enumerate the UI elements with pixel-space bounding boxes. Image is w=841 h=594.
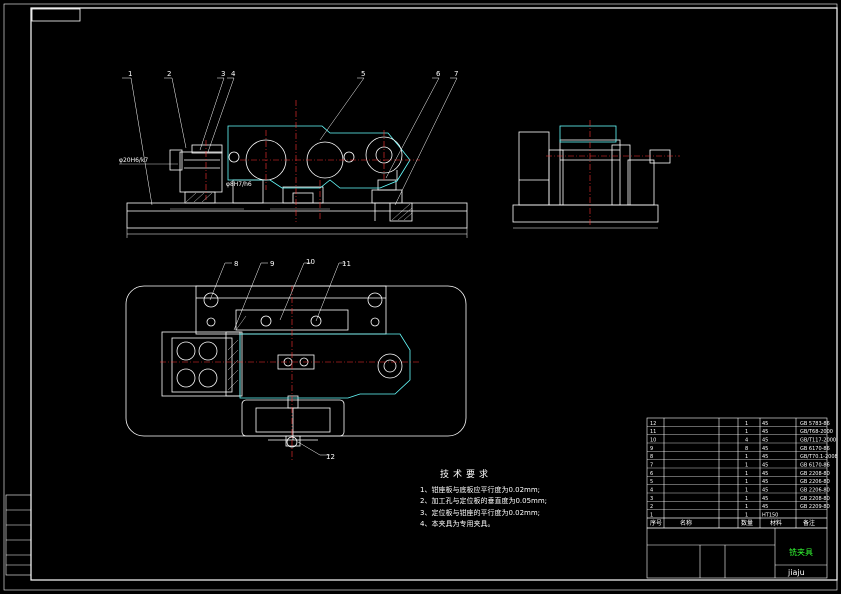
centerlines-front xyxy=(205,100,420,222)
fit-dimensions: φ20H6/k7 φ8H7/h6 xyxy=(119,157,252,188)
front-view xyxy=(126,144,468,238)
bom-cell: GB 2208-80 xyxy=(800,496,830,502)
bom-header: 序号 名称 数量 材料 备注 xyxy=(650,519,815,527)
top-view-holes xyxy=(176,292,403,388)
bom-cell: 1 xyxy=(650,513,653,519)
bom-cell: 45 xyxy=(762,479,768,485)
bom-header-material: 材料 xyxy=(770,519,782,527)
bom-cell: 45 xyxy=(762,504,768,510)
bom-cell: 4 xyxy=(745,438,748,444)
leaders-top xyxy=(209,262,346,456)
bom-cell: GB/T117-2000 xyxy=(800,438,836,444)
bom-cell: 9 xyxy=(650,446,653,452)
bom-cell: GB/T70.1-2008 xyxy=(800,454,838,460)
bom-cell: 45 xyxy=(762,488,768,494)
callout-3: 3 xyxy=(221,70,225,78)
leaders-front xyxy=(122,77,458,206)
fit-mid-label: φ8H7/h6 xyxy=(226,181,252,188)
bom-cell: 45 xyxy=(762,438,768,444)
bom-cell: 2 xyxy=(650,504,653,510)
bom-cell: GB 6170-86 xyxy=(800,463,830,469)
bom-cell: 5 xyxy=(650,479,653,485)
bom-cell: 1 xyxy=(745,463,748,469)
bom-cell: 45 xyxy=(762,421,768,427)
bom-cell: 1 xyxy=(745,488,748,494)
tech-item-4: 4、本夹具为专用夹具。 xyxy=(420,520,495,528)
centerlines-top xyxy=(160,286,420,460)
bom-cell: 1 xyxy=(745,479,748,485)
bom-cell: GB 5783-86 xyxy=(800,421,830,427)
callout-12: 12 xyxy=(326,453,335,461)
workpiece-top xyxy=(239,333,411,399)
tech-item-1: 1、钳座板与底板应平行度为0.02mm; xyxy=(420,485,541,494)
left-stamp-boxes xyxy=(5,494,32,576)
corner-code-box xyxy=(31,8,81,22)
bom-cell: 1 xyxy=(745,504,748,510)
callout-6: 6 xyxy=(436,70,441,78)
drawing-title: 铣夹具 xyxy=(789,547,813,557)
bom-cell: 1 xyxy=(745,471,748,477)
top-view xyxy=(125,285,467,448)
bom-cell: 45 xyxy=(762,463,768,469)
callout-11: 11 xyxy=(342,260,351,268)
callouts-front: 1 2 3 4 5 6 7 xyxy=(128,70,458,78)
bom-cell: 45 xyxy=(762,454,768,460)
bom-header-name: 名称 xyxy=(680,519,692,527)
side-view xyxy=(512,131,671,229)
bom-cell: GB 2206-80 xyxy=(800,488,830,494)
workpiece-front xyxy=(227,125,411,189)
bom-cell: 45 xyxy=(762,429,768,435)
bom-cell: GB 6170-86 xyxy=(800,446,830,452)
bom-cell: 45 xyxy=(762,446,768,452)
bom-cell: 10 xyxy=(650,438,656,444)
bom-cell: 11 xyxy=(650,429,656,435)
callout-5: 5 xyxy=(361,70,365,78)
bom-cell: GB/T68-2000 xyxy=(800,429,833,435)
callout-2: 2 xyxy=(167,70,171,78)
bom-cell: GB 2209-80 xyxy=(800,504,830,510)
tech-heading: 技术要求 xyxy=(440,470,493,480)
bom-cell: 3 xyxy=(650,496,653,502)
callout-10: 10 xyxy=(306,258,315,266)
bom-cell: GB 2206-80 xyxy=(800,479,830,485)
inner-frame xyxy=(30,7,838,581)
callouts-top: 8 9 10 11 12 xyxy=(234,258,351,461)
bom-cell: 8 xyxy=(745,446,748,452)
fit-left-label: φ20H6/k7 xyxy=(119,157,148,164)
drawing-author: jiaju xyxy=(787,568,805,577)
callout-8: 8 xyxy=(234,260,238,268)
bom-cell: 6 xyxy=(650,471,653,477)
bom-cell: GB 2208-80 xyxy=(800,471,830,477)
callout-4: 4 xyxy=(231,70,236,78)
bom-cell: 12 xyxy=(650,421,656,427)
tech-item-3: 3、定位板与钳座的平行度为0.02mm; xyxy=(420,508,541,517)
workpiece-holes-front xyxy=(228,136,403,181)
callout-7: 7 xyxy=(454,70,458,78)
bom-cell: 4 xyxy=(650,488,653,494)
bom-cell: 1 xyxy=(745,454,748,460)
bom-cell: 1 xyxy=(745,429,748,435)
bom-cell: 45 xyxy=(762,496,768,502)
bom-cell: 1 xyxy=(745,496,748,502)
bom-header-qty: 数量 xyxy=(741,519,753,527)
bom-cell: 8 xyxy=(650,454,653,460)
workpiece-side xyxy=(559,125,617,143)
bom-header-remark: 备注 xyxy=(803,519,815,527)
centerlines-side xyxy=(546,120,680,225)
bom-cell: 1 xyxy=(745,513,748,519)
tech-item-2: 2、加工孔与定位板的垂直度为0.05mm; xyxy=(420,497,548,505)
hatching-top xyxy=(227,315,247,391)
bom-cell: HT150 xyxy=(762,513,778,519)
bom-cell: 45 xyxy=(762,471,768,477)
bom-cell: 1 xyxy=(745,421,748,427)
hatching-front xyxy=(185,192,413,221)
bom-header-no: 序号 xyxy=(650,519,662,527)
bom-cell: 7 xyxy=(650,463,653,469)
callout-1: 1 xyxy=(128,70,132,78)
callout-9: 9 xyxy=(270,260,274,268)
technical-requirements: 技术要求 1、钳座板与底板应平行度为0.02mm; 2、加工孔与定位板的垂直度为… xyxy=(420,470,547,531)
